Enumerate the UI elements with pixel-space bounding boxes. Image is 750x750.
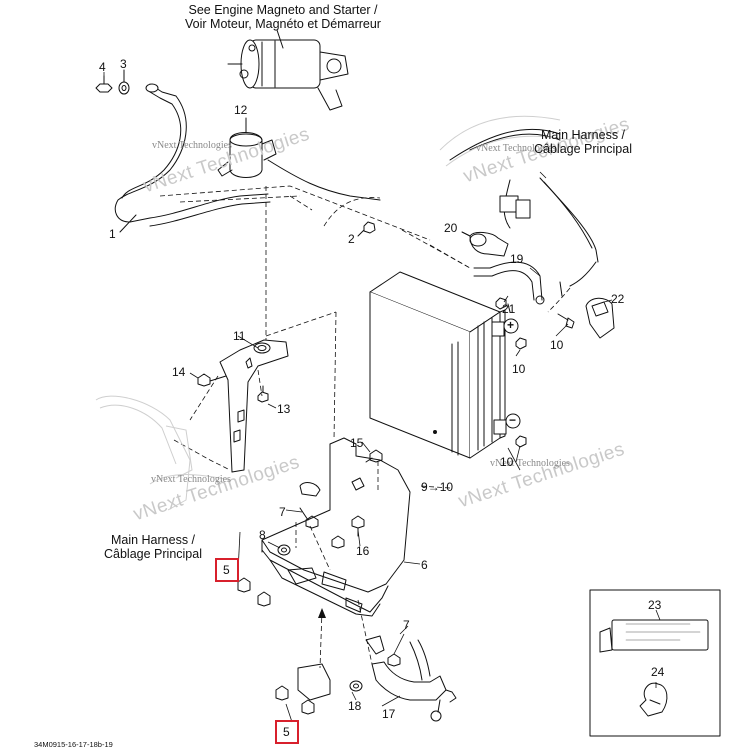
callout-24: 24 [651,665,665,679]
watermark-small: vNext Technologies [490,458,570,469]
callout-22: 22 [611,292,625,306]
callout-4: 4 [99,60,106,74]
callout-10: 10 [512,362,526,376]
nut-5-upper-part [237,577,271,607]
highlight-box [215,558,239,582]
callout-20: 20 [444,221,458,235]
callout-19: 19 [510,252,524,266]
battery-tray-6-part [261,437,411,617]
washer-3-part [118,69,130,95]
nut-4-part [95,75,113,93]
callout-10: 10 [500,455,514,469]
watermark-small: vNext Technologies [152,140,232,151]
callout-18: 18 [348,699,362,713]
starter-motor-part [227,39,349,111]
bolt-13-part [257,385,269,403]
callout-3: 3 [120,57,127,71]
callout-7: 7 [279,505,286,519]
lower-plate-part [275,663,331,715]
watermark-small: vNext Technologies [151,474,231,485]
bolt-2-part [357,221,376,237]
bolt-7b-part [387,653,401,667]
main-harness-top-note: Main Harness / Câblage Principal [534,128,632,156]
callout-1: 1 [109,227,116,241]
callout-15: 15 [350,436,364,450]
bolt-7-part [299,507,319,529]
nut-10-part [515,337,527,448]
drawing-code: 34M0915-16-17-18b-19 [34,740,113,749]
highlight-box [275,720,299,744]
positive-terminal-sign: + [507,318,515,332]
callout-7: 7 [403,618,410,632]
bolt-21-part [495,297,511,313]
engine-reference-note: See Engine Magneto and Starter / Voir Mo… [185,3,381,31]
bolt-14-part [197,373,227,387]
callout-8: 8 [259,528,266,542]
callout-5: 5 [223,563,230,577]
battery-9-part [369,271,521,459]
bolt-15-part [365,449,383,463]
callout-21: 21 [502,302,516,316]
washer-18-part [349,680,363,692]
callout-11: 11 [233,329,246,343]
washer-8-part [277,544,291,556]
cable-19-part [473,261,545,305]
cable-1-part [114,83,271,233]
callout-23: 23 [648,598,662,612]
terminal-cap-20-part [461,231,509,257]
callout-5: 5 [283,725,290,739]
accessory-inset-box [589,589,721,737]
screw-10-part [557,313,575,329]
callout-17: 17 [382,707,396,721]
callout-14: 14 [172,365,186,379]
support-17-part [365,635,457,722]
negative-terminal-sign: − [509,413,517,427]
callout-9-to-10: 9→10 [421,480,454,494]
callout-2: 2 [348,232,355,246]
callout-10: 10 [550,338,564,352]
solenoid-12-part [217,117,381,201]
watermark-small: vNext Technologies [476,143,556,154]
bracket-11-part [219,339,289,473]
connector-22-part [585,297,615,339]
callout-13: 13 [277,402,291,416]
callout-6: 6 [421,558,428,572]
callout-12: 12 [234,103,248,117]
main-harness-left-note: Main Harness / Câblage Principal [104,533,202,561]
callout-16: 16 [356,544,370,558]
